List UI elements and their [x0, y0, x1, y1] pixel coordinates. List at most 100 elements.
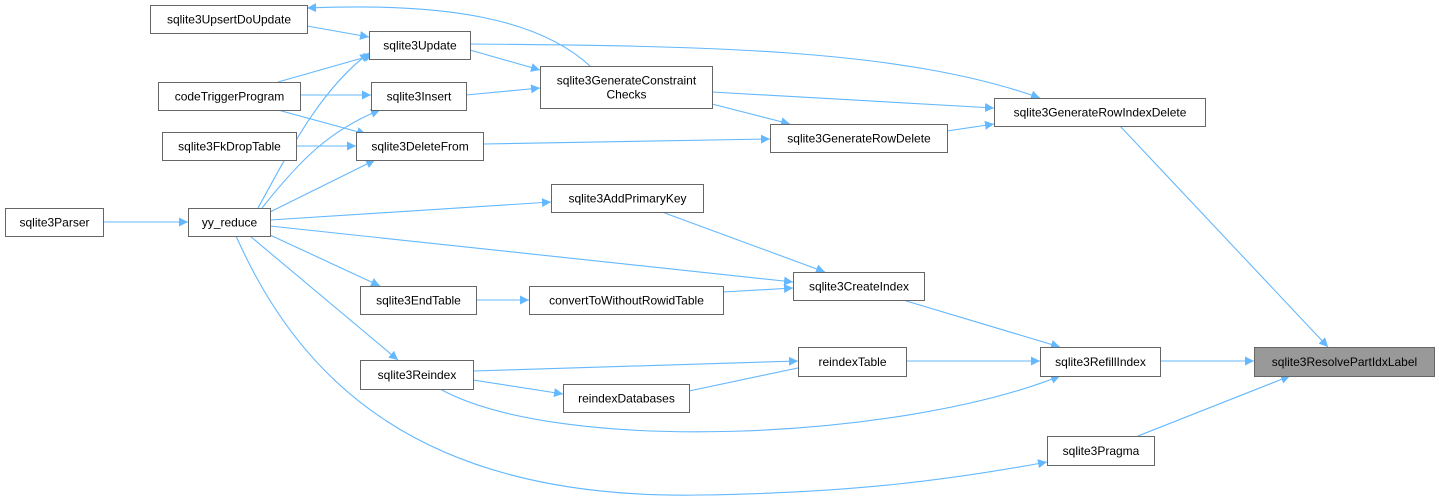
node-label: sqlite3Parser: [19, 216, 89, 230]
node-refill[interactable]: sqlite3RefillIndex: [1040, 347, 1161, 377]
node-addpk[interactable]: sqlite3AddPrimaryKey: [551, 184, 704, 213]
edge-reindex-to-refill: [439, 375, 1061, 433]
node-box: [150, 5, 308, 34]
node-label: Checks: [606, 88, 646, 102]
node-label: sqlite3GenerateRowDelete: [787, 132, 931, 146]
node-createidx[interactable]: sqlite3CreateIndex: [793, 272, 925, 301]
edge-constraint-to-upsert: [306, 3, 591, 67]
edge-reindex-to-reindextable: [472, 356, 799, 372]
node-box: [371, 82, 467, 111]
edges-layer: [103, 3, 1329, 496]
edge-constraint-to-rowdel: [711, 103, 791, 127]
node-box: [1040, 347, 1161, 377]
edge-yyreduce-to-insert: [261, 109, 381, 209]
edge-yyreduce-to-addpk: [269, 198, 552, 221]
edge-update-to-constraint: [469, 49, 541, 72]
edge-arrow: [469, 49, 541, 72]
node-box: [5, 208, 104, 237]
node-label: sqlite3Pragma: [1063, 444, 1140, 458]
edge-arrow: [469, 43, 1041, 100]
edge-rowdel-to-rowidxdel: [946, 120, 995, 132]
edge-yyreduce-to-createidx: [269, 225, 794, 286]
node-parser[interactable]: sqlite3Parser: [5, 208, 104, 237]
node-reindex[interactable]: sqlite3Reindex: [360, 360, 474, 390]
edge-arrow: [269, 234, 381, 287]
node-label: sqlite3RefillIndex: [1055, 355, 1146, 369]
edge-arrow: [472, 379, 564, 398]
node-label: sqlite3GenerateConstraint: [557, 74, 697, 88]
edge-reindex-to-reindexdbs: [472, 379, 564, 398]
node-box: [551, 184, 704, 213]
node-box: [563, 384, 690, 413]
edge-arrow: [269, 198, 552, 221]
edge-arrow: [661, 211, 826, 274]
node-box: [188, 208, 271, 237]
node-label: codeTriggerProgram: [175, 90, 285, 104]
edge-arrow: [902, 299, 1061, 349]
node-label: sqlite3EndTable: [376, 294, 461, 308]
node-yyreduce[interactable]: yy_reduce: [188, 208, 271, 237]
node-reindexdbs[interactable]: reindexDatabases: [563, 384, 690, 413]
node-update[interactable]: sqlite3Update: [369, 31, 471, 60]
edge-arrow: [1119, 125, 1329, 348]
node-box: [162, 132, 297, 161]
node-deletefrom[interactable]: sqlite3DeleteFrom: [356, 132, 484, 161]
edge-arrow: [277, 109, 367, 136]
edge-yyreduce-to-update: [257, 52, 370, 209]
node-label: convertToWithoutRowidTable: [549, 294, 704, 308]
node-rowdel[interactable]: sqlite3GenerateRowDelete: [770, 124, 948, 153]
node-reindextable[interactable]: reindexTable: [798, 347, 907, 377]
node-label: sqlite3ResolvePartIdxLabel: [1272, 355, 1417, 369]
edge-arrow: [482, 134, 771, 145]
edge-arrow: [306, 3, 591, 67]
edge-upsert-to-update: [306, 25, 370, 40]
edge-pragma-to-target: [1137, 375, 1291, 437]
edge-rowidxdel-to-target: [1119, 125, 1329, 348]
edge-arrow: [261, 109, 381, 209]
edge-reindexdbs-to-reindextable: [688, 362, 813, 392]
node-target[interactable]: sqlite3ResolvePartIdxLabel: [1254, 347, 1435, 377]
edge-arrow: [439, 375, 1061, 433]
node-box: [158, 82, 301, 111]
edge-arrow: [465, 84, 541, 96]
node-rowidxdel[interactable]: sqlite3GenerateRowIndexDelete: [994, 98, 1206, 127]
edge-arrow: [277, 53, 374, 83]
node-label: sqlite3AddPrimaryKey: [568, 192, 686, 206]
edge-convert-to-createidx: [722, 284, 794, 294]
node-pragma[interactable]: sqlite3Pragma: [1047, 436, 1155, 466]
edge-yyreduce-to-endtable: [269, 234, 381, 287]
node-label: reindexTable: [818, 355, 886, 369]
node-convert[interactable]: convertToWithoutRowidTable: [529, 286, 724, 315]
node-box: [369, 31, 471, 60]
node-box: [994, 98, 1206, 127]
edge-arrow: [946, 120, 995, 132]
edge-arrow: [472, 356, 799, 372]
edge-constraint-to-rowidxdel: [711, 91, 995, 112]
edge-addpk-to-createidx: [661, 211, 826, 274]
node-codetrigger[interactable]: codeTriggerProgram: [158, 82, 301, 111]
node-box: [793, 272, 925, 301]
node-endtable[interactable]: sqlite3EndTable: [360, 286, 477, 315]
node-label: sqlite3FkDropTable: [178, 140, 281, 154]
nodes-layer: sqlite3ResolvePartIdxLabel sqlite3RefillI…: [5, 5, 1435, 466]
edge-yyreduce-to-deletefrom: [269, 159, 376, 213]
node-label: reindexDatabases: [578, 392, 675, 406]
node-fkdrop[interactable]: sqlite3FkDropTable: [162, 132, 297, 161]
edge-createidx-to-refill: [902, 299, 1061, 349]
edge-arrow: [269, 159, 376, 213]
edge-arrow: [711, 103, 791, 127]
edge-codetrigger-to-update: [277, 53, 374, 83]
edge-deletefrom-to-rowdel: [482, 134, 771, 145]
node-label: sqlite3Insert: [387, 90, 452, 104]
node-label: sqlite3UpsertDoUpdate: [167, 13, 291, 27]
edge-arrow: [257, 52, 370, 209]
edge-arrow: [235, 235, 1048, 496]
node-box: [540, 66, 713, 109]
node-insert[interactable]: sqlite3Insert: [371, 82, 467, 111]
node-upsert[interactable]: sqlite3UpsertDoUpdate: [150, 5, 308, 34]
node-box: [1047, 436, 1155, 466]
node-box: [1254, 347, 1435, 377]
edge-arrow: [722, 284, 794, 294]
